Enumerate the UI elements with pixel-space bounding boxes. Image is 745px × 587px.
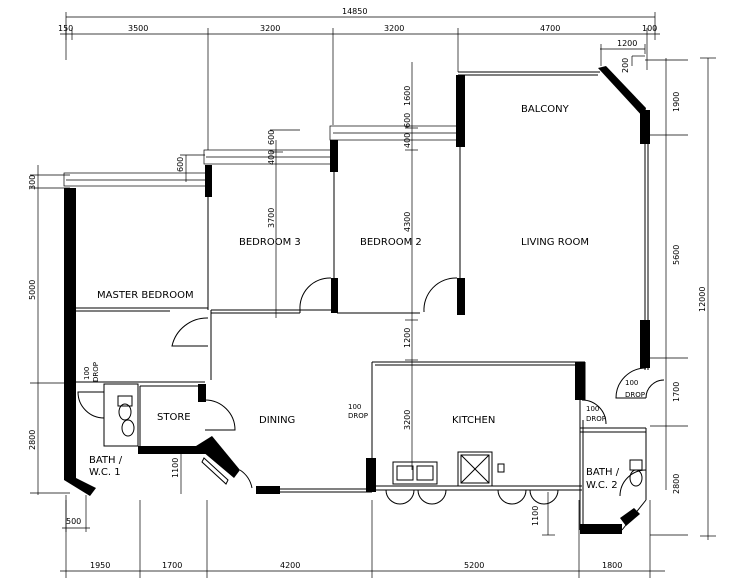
dim-top-overall: 14850 bbox=[342, 7, 367, 16]
dimension-lines bbox=[30, 12, 716, 578]
dim-inner-lr-1200: 1200 bbox=[403, 328, 412, 348]
dim-right-1700: 1700 bbox=[672, 382, 681, 402]
room-labels: BALCONY LIVING ROOM BEDROOM 2 BEDROOM 3 … bbox=[89, 104, 620, 491]
room-label-living-room: LIVING ROOM bbox=[521, 237, 589, 248]
room-label-bath-wc-2-line1: BATH / bbox=[586, 467, 620, 478]
dim-bottom-5200: 5200 bbox=[464, 561, 484, 570]
room-label-dining: DINING bbox=[259, 415, 295, 426]
dim-right-12000: 12000 bbox=[698, 287, 707, 312]
drop-label-dining-a: 100 bbox=[348, 403, 361, 411]
drop-label-dining-b: DROP bbox=[348, 412, 368, 420]
room-label-bedroom-3: BEDROOM 3 bbox=[239, 237, 301, 248]
dim-top-1200: 1200 bbox=[617, 39, 637, 48]
solid-walls bbox=[64, 66, 650, 534]
dim-top-3200a: 3200 bbox=[260, 24, 280, 33]
dim-inner-b3-400: 400 bbox=[267, 150, 276, 165]
dim-top-200: 200 bbox=[621, 58, 630, 73]
doors bbox=[77, 277, 665, 505]
dim-top-100: 100 bbox=[642, 24, 657, 33]
drop-label-master-b: DROP bbox=[92, 362, 100, 382]
drop-label-kitchen-b: DROP bbox=[586, 415, 606, 423]
drop-label-kitchen-a: 100 bbox=[586, 405, 599, 413]
dim-bottom-1800: 1800 bbox=[602, 561, 622, 570]
dim-inner-b2-4300: 4300 bbox=[403, 212, 412, 232]
drop-label-living-a: 100 bbox=[625, 379, 638, 387]
dim-top-4700: 4700 bbox=[540, 24, 560, 33]
room-label-balcony: BALCONY bbox=[521, 104, 570, 115]
dim-left-5000: 5000 bbox=[28, 280, 37, 300]
dim-right-1900: 1900 bbox=[672, 92, 681, 112]
room-label-bath-wc-2-line2: W.C. 2 bbox=[586, 480, 618, 491]
dim-right-2800: 2800 bbox=[672, 474, 681, 494]
dim-left-2800: 2800 bbox=[28, 430, 37, 450]
dim-inner-b3-3700: 3700 bbox=[267, 208, 276, 228]
dim-inner-k-3200: 3200 bbox=[403, 410, 412, 430]
dim-inner-b2-400: 400 bbox=[403, 133, 412, 148]
room-label-kitchen: KITCHEN bbox=[452, 415, 495, 426]
dim-inner-1100-left: 1100 bbox=[171, 458, 180, 478]
dim-inner-mb-600: 600 bbox=[176, 157, 185, 172]
fixtures bbox=[117, 395, 643, 487]
dim-inner-1100-right: 1100 bbox=[531, 506, 540, 526]
room-label-master-bedroom: MASTER BEDROOM bbox=[97, 290, 194, 301]
dim-inner-b2-600: 600 bbox=[403, 113, 412, 128]
dim-inner-b3-600: 600 bbox=[267, 130, 276, 145]
dim-top-3200b: 3200 bbox=[384, 24, 404, 33]
dimension-text: 14850 150 3500 3200 3200 4700 100 1200 2… bbox=[28, 7, 707, 570]
dim-bottom-4200: 4200 bbox=[280, 561, 300, 570]
dim-bottom-1950: 1950 bbox=[90, 561, 110, 570]
drop-labels: 100 DROP 100 DROP 100 DROP 100 DROP bbox=[83, 362, 645, 423]
room-label-bedroom-2: BEDROOM 2 bbox=[360, 237, 422, 248]
room-label-bath-wc-1-line2: W.C. 1 bbox=[89, 467, 121, 478]
wall-outlines bbox=[63, 71, 649, 531]
dim-top-150: 150 bbox=[58, 24, 73, 33]
dim-right-5600: 5600 bbox=[672, 245, 681, 265]
room-label-bath-wc-1-line1: BATH / bbox=[89, 455, 123, 466]
dim-inner-balc-1600: 1600 bbox=[403, 86, 412, 106]
drop-label-master-a: 100 bbox=[83, 367, 91, 380]
dim-bottom-1700: 1700 bbox=[162, 561, 182, 570]
room-label-store: STORE bbox=[157, 412, 191, 423]
dim-top-3500: 3500 bbox=[128, 24, 148, 33]
dim-bottom-500: 500 bbox=[66, 517, 81, 526]
dim-left-300: 300 bbox=[28, 175, 37, 190]
drop-label-living-b: DROP bbox=[625, 391, 645, 399]
